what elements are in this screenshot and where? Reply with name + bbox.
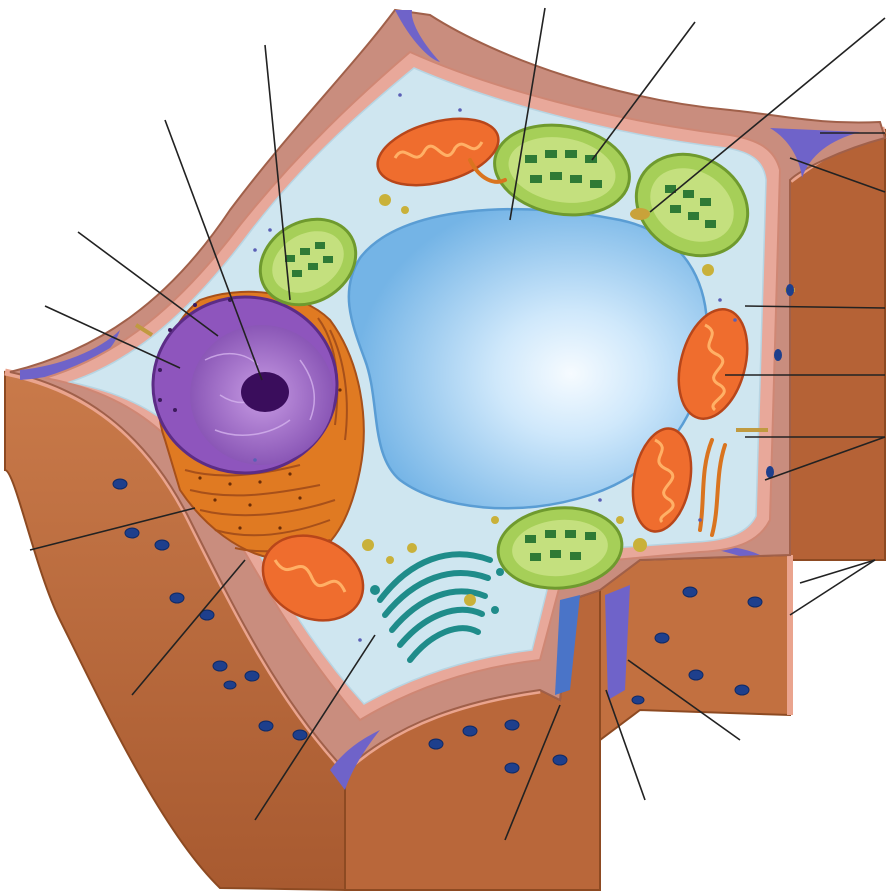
nucleolus	[241, 372, 289, 412]
leader-line	[800, 560, 875, 583]
leader-line	[790, 560, 875, 615]
nucleus	[153, 297, 337, 473]
